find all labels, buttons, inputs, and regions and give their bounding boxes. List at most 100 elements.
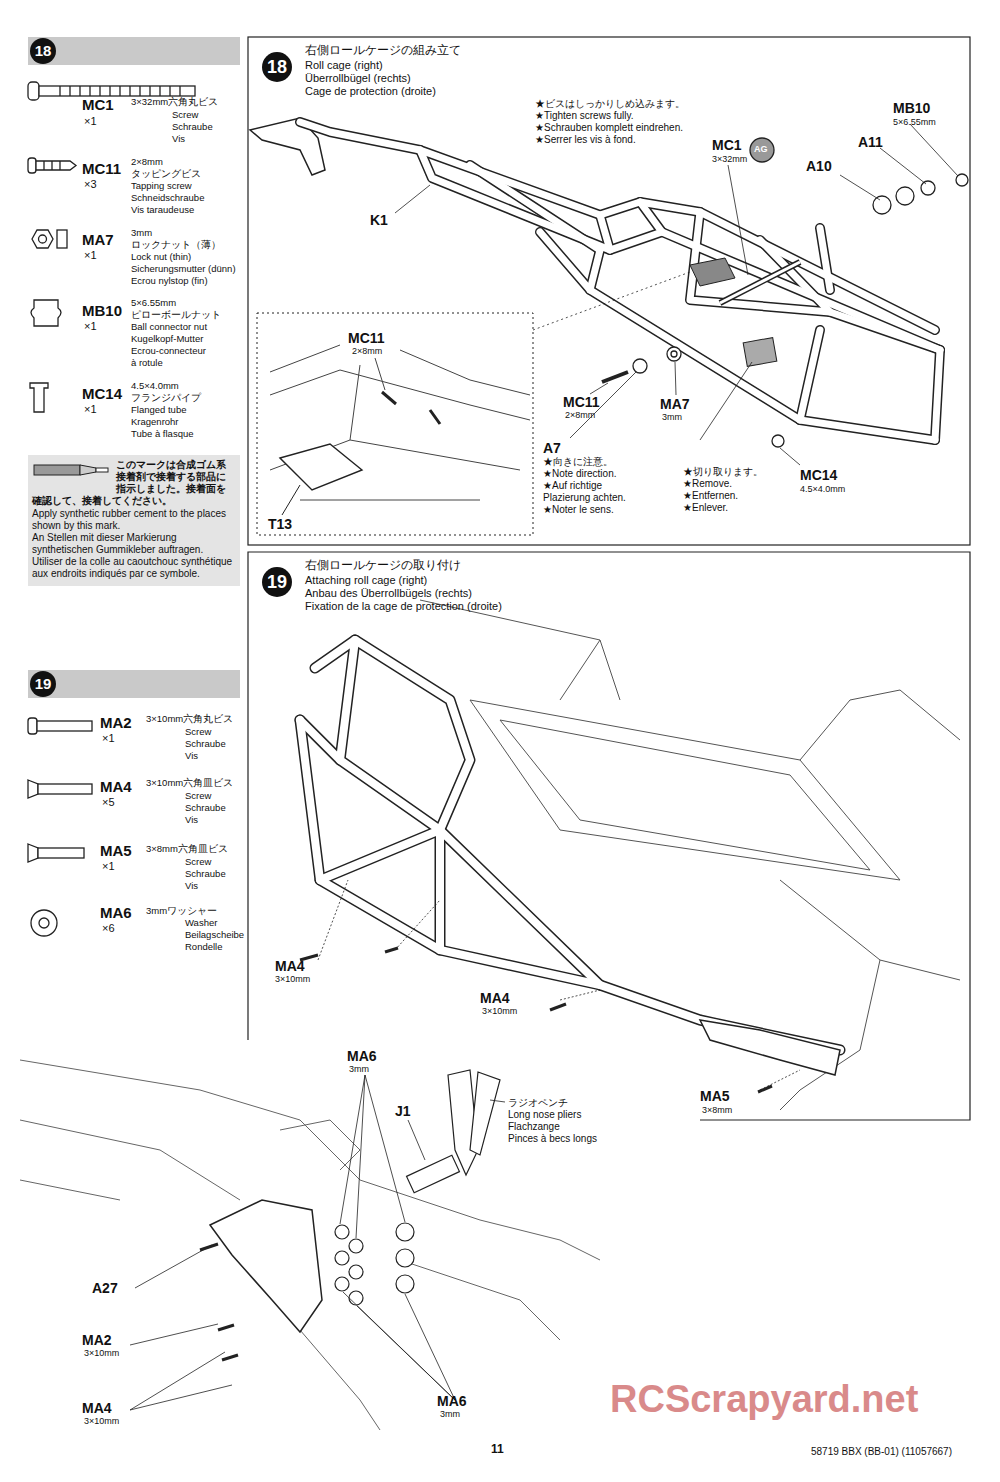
note-text: Pinces à becs longs [508,1133,597,1145]
callout-label: MC1 [82,96,114,113]
note-text: Screw [185,857,211,868]
note-text: ×3 [84,178,97,191]
note-text: ×6 [102,922,115,935]
callout-label: AG [754,144,768,154]
step-panel: 19右側ロールケージの取り付けAttaching roll cage (righ… [248,552,970,1040]
callout-label: MA6 [100,904,132,921]
step-title: Fixation de la cage de protection (droit… [305,600,502,613]
step-header-band: 18 [28,37,240,65]
callout-label: MA7 [82,231,114,248]
note-text: 3×32mm [712,154,747,164]
note-text: à rotule [131,358,163,369]
callout-label: 11 [491,1443,504,1457]
note-text: ★Serrer les vis à fond. [535,134,636,146]
note-text: ロックナット（薄） [131,240,221,251]
callout-label: MC11 [563,394,600,410]
note-text: 5×6.55mm [893,117,936,127]
note-text: ★Tighten screws fully. [535,110,633,122]
note-text: 3mm [349,1064,369,1074]
note-text: Kugelkopf-Mutter [131,334,203,345]
note-text: ★向きに注意。 [543,456,613,468]
note-text: Screw [185,727,211,738]
note-text: Vis [185,815,198,826]
callout-label: MA5 [700,1088,730,1104]
note-text: 3×10mm [84,1416,119,1426]
callout-label: J1 [395,1103,411,1119]
callout-label: MA4 [275,958,305,974]
note-text: ラジオペンチ [508,1097,568,1109]
note-text: 3mmワッシャー [146,906,217,917]
note-text: 4.5×4.0mm [800,484,845,494]
note-text: ★Schrauben komplett eindrehen. [535,122,683,134]
note-text: ピローボールナット [131,310,221,321]
note-text: ★Enlever. [683,502,728,514]
glue-mark-icon [32,459,116,485]
note-text: ★Auf richtige [543,480,602,492]
note-text: ×1 [84,403,97,416]
step-number: 18 [262,52,292,82]
note-text: 3mm [131,228,152,239]
callout-label: A27 [92,1280,118,1296]
note-text: Sicherungsmutter (dünn) [131,264,236,275]
note-text: 58719 BBX (BB-01) (11057667) [811,1446,952,1458]
note-text: 3×10mm [275,974,310,984]
note-text: Schraube [172,122,213,133]
callout-label: MA7 [660,396,690,412]
callout-label: A7 [543,440,561,456]
note-text: Flachzange [508,1121,560,1133]
callout-label: MC14 [800,467,837,483]
callout-label: MC1 [712,137,742,153]
step-title: 右側ロールケージの組み立て [305,44,461,58]
note-text: Long nose pliers [508,1109,581,1121]
note-text: Ball connector nut [131,322,207,333]
step-title: Cage de protection (droite) [305,85,436,98]
note-text: ★ビスはしっかりしめ込みます。 [535,98,685,110]
note-text: 5×6.55mm [131,298,176,309]
note-text: Screw [185,791,211,802]
note-text: ×1 [102,860,115,873]
callout-label: MA4 [480,990,510,1006]
note-text: ×1 [84,115,97,128]
step-title: Überrollbügel (rechts) [305,72,411,85]
note-text: Vis [185,751,198,762]
note-text: 3×8mm六角皿ビス [146,844,228,855]
note-text: An Stellen mit dieser Markierung synthet… [32,532,235,556]
note-text: Rondelle [185,942,223,953]
callout-label: MC14 [82,385,122,402]
note-text: 3×10mm六角皿ビス [146,778,233,789]
note-text: Plazierung achten. [543,492,626,504]
note-text: ★切り取ります。 [683,466,763,478]
callout-label: MA5 [100,842,132,859]
step-title: Roll cage (right) [305,59,383,72]
note-text: ×5 [102,796,115,809]
step-header-band: 19 [28,670,240,698]
note-text: 3mm [440,1409,460,1419]
callout-label: MA4 [82,1400,112,1416]
note-text: Vis taraudeuse [131,205,194,216]
note-text: 4.5×4.0mm [131,381,179,392]
note-text: 3mm [662,412,682,422]
step-title: Anbau des Überrollbügels (rechts) [305,587,472,600]
step-number: 19 [262,567,292,597]
note-text: 3×10mm [482,1006,517,1016]
note-text: ★Remove. [683,478,732,490]
watermark: RCScrapyard.net [610,1378,918,1422]
callout-label: MA4 [100,778,132,795]
note-text: 2×8mm [131,157,163,168]
callout-label: MB10 [82,302,122,319]
note-text: 3×32mm六角丸ビス [131,97,218,108]
callout-label: MB10 [893,100,930,116]
callout-label: MA6 [437,1393,467,1409]
step-title: 右側ロールケージの取り付け [305,559,461,573]
note-text: Schneidschraube [131,193,204,204]
note-text: 3×10mm [84,1348,119,1358]
note-text: Vis [185,881,198,892]
callout-label: MA6 [347,1048,377,1064]
note-text: Utiliser de la colle au caoutchouc synth… [32,556,235,580]
note-text: Vis [172,134,185,145]
part-label: 2×8mm [352,346,382,356]
note-text: ×1 [84,249,97,262]
detail-inset: MC112×8mmT13 [257,313,533,536]
note-text: Ecrou nylstop (fin) [131,276,208,287]
note-text: ★Noter le sens. [543,504,614,516]
